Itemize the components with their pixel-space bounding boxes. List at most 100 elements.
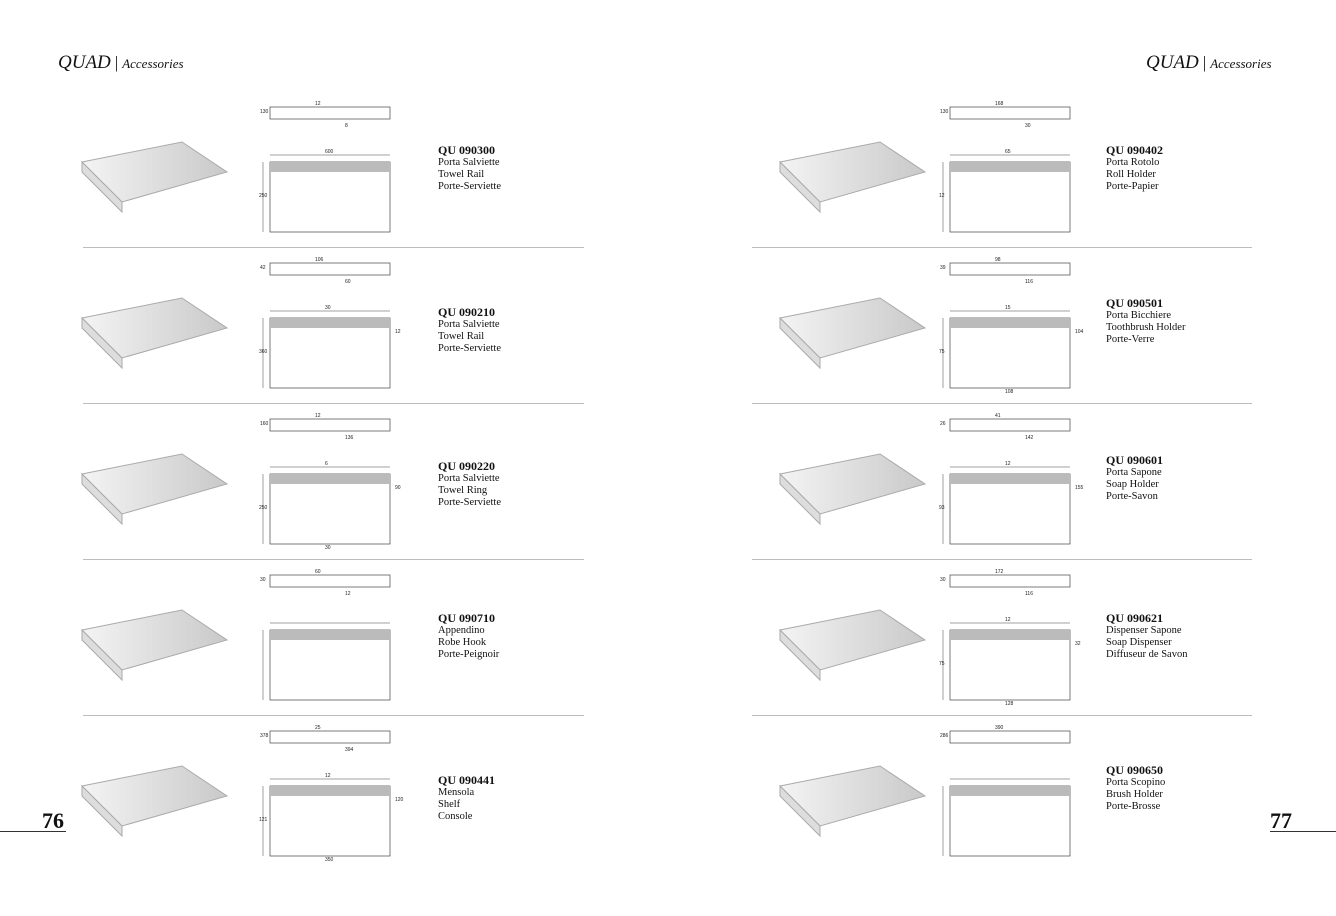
dimension-label: 600: [325, 149, 334, 155]
product-name: Porte-Papier: [1106, 181, 1159, 192]
dimension-label: 12: [1005, 461, 1011, 467]
dimension-label: 12: [325, 773, 331, 779]
product-photo: [778, 297, 927, 370]
dimension-label: 116: [1025, 279, 1033, 285]
dimension-label: 6: [325, 461, 328, 467]
dimension-label: 286: [940, 733, 949, 739]
product-name: Diffuseur de Savon: [1106, 649, 1188, 660]
product-name: Soap Holder: [1106, 479, 1159, 490]
product-code: QU 090621: [1106, 611, 1163, 625]
dimension-label: 30: [325, 305, 331, 311]
product-name: Toothbrush Holder: [1106, 322, 1186, 333]
row-divider: [83, 403, 584, 404]
product-name: Robe Hook: [438, 637, 487, 648]
series-title: QUAD: [58, 52, 111, 73]
page-number-rule: [0, 831, 66, 832]
product-code: QU 090441: [438, 773, 495, 787]
dimension-label: 120: [395, 797, 404, 803]
dimension-label: 90: [395, 485, 401, 491]
dimension-label: 39: [940, 265, 946, 271]
dimension-label: 390: [995, 725, 1004, 731]
product-name: Porta Salviette: [438, 157, 500, 168]
product-name: Porte-Brosse: [1106, 801, 1161, 812]
page-number-right: 77: [1270, 808, 1292, 833]
product-name: Porte-Serviette: [438, 497, 501, 508]
dimension-label: 394: [345, 747, 354, 753]
dimension-label: 8: [345, 123, 348, 129]
dimension-label: 168: [995, 101, 1004, 107]
product-code: QU 090710: [438, 611, 495, 625]
dimension-label: 25: [315, 725, 321, 731]
dimension-label: 108: [1005, 389, 1014, 393]
product-name: Porta Bicchiere: [1106, 310, 1172, 321]
product-name: Mensola: [438, 787, 475, 798]
dimension-label: 250: [259, 193, 268, 199]
dimension-label: 130: [940, 109, 949, 115]
dimension-label: 360: [259, 349, 268, 355]
product-photo: [80, 141, 229, 214]
product-name: Towel Rail: [438, 331, 485, 342]
dimension-label: 12: [315, 101, 321, 107]
product-name: Porta Rotolo: [1106, 157, 1160, 168]
product-name: Porte-Verre: [1106, 334, 1155, 345]
product-code: QU 090601: [1106, 453, 1163, 467]
product-photo: [80, 297, 229, 370]
dimension-label: 378: [260, 733, 269, 739]
right-page-header: QUAD|Accessories: [1146, 52, 1272, 73]
dimension-label: 65: [1005, 149, 1011, 155]
dimension-label: 93: [939, 505, 945, 511]
dimension-label: 116: [1025, 591, 1033, 597]
product-photo: [778, 453, 927, 526]
product-photo: [80, 765, 229, 838]
product-name: Porte-Serviette: [438, 343, 501, 354]
dimension-label: 12: [395, 329, 401, 335]
dimension-label: 98: [995, 257, 1001, 263]
product-name: Towel Rail: [438, 169, 485, 180]
product-name: Roll Holder: [1106, 169, 1156, 180]
product-code: QU 090650: [1106, 763, 1163, 777]
row-divider: [752, 247, 1252, 248]
dimension-label: 142: [1025, 435, 1034, 441]
product-code: QU 090300: [438, 143, 495, 157]
product-code: QU 090501: [1106, 296, 1163, 310]
dimension-label: 30: [325, 545, 331, 549]
dimension-label: 75: [939, 349, 945, 355]
product-name: Dispenser Sapone: [1106, 625, 1182, 636]
product-name: Console: [438, 811, 473, 822]
product-code: QU 090210: [438, 305, 495, 319]
dimension-label: 155: [1075, 485, 1084, 491]
product-name: Porte-Peignoir: [438, 649, 500, 660]
dimension-label: 30: [260, 577, 266, 583]
dimension-label: 75: [939, 661, 945, 667]
product-photo: [80, 609, 229, 682]
page-number-left: 76: [42, 808, 64, 833]
product-name: Appendino: [438, 625, 485, 636]
product-name: Towel Ring: [438, 485, 488, 496]
dimension-label: 32: [1075, 641, 1081, 647]
product-name: Porte-Savon: [1106, 491, 1158, 502]
product-code: QU 090402: [1106, 143, 1163, 157]
dimension-label: 15: [1005, 305, 1011, 311]
row-divider: [83, 247, 584, 248]
product-name: Porta Scopino: [1106, 777, 1166, 788]
row-divider: [752, 715, 1252, 716]
dimension-label: 30: [940, 577, 946, 583]
dimension-label: 42: [260, 265, 266, 271]
dimension-label: 106: [315, 257, 324, 263]
section-subtitle: Accessories: [122, 56, 184, 71]
series-title: QUAD: [1146, 52, 1199, 73]
product-name: Brush Holder: [1106, 789, 1163, 800]
row-divider: [83, 715, 584, 716]
dimension-label: 60: [315, 569, 321, 575]
